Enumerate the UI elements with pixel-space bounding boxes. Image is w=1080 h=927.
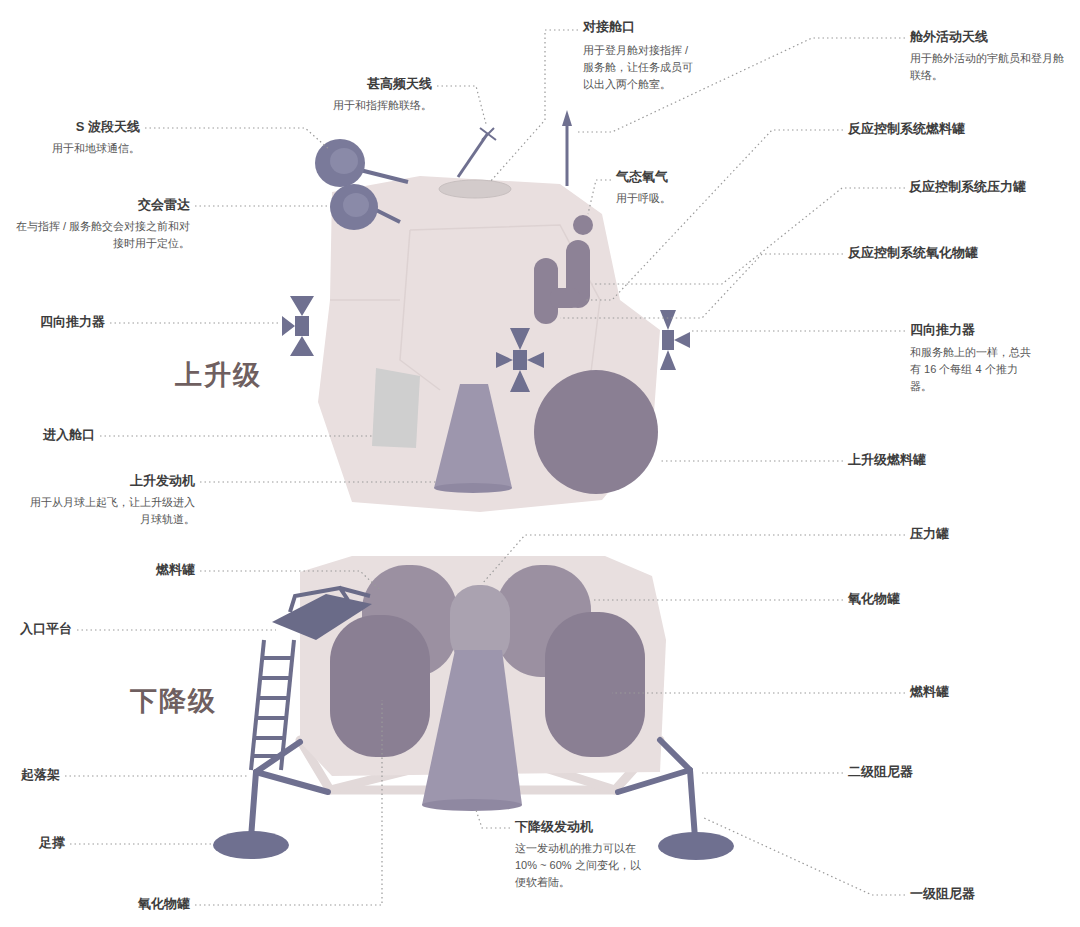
vhf-antenna-tip <box>480 128 496 140</box>
stage-name: 下降级 <box>130 684 250 718</box>
rendezvous-radar <box>330 184 400 230</box>
callout-title: 对接舱口 <box>583 18 723 36</box>
ascent-stage-body <box>318 176 660 512</box>
callout-title: 甚高频天线 <box>292 75 432 93</box>
landing-legs <box>251 740 695 838</box>
callout-title: 上升发动机 <box>75 472 195 490</box>
callout-note: 用于呼吸。 <box>616 190 716 207</box>
callout-title: 反应控制系统燃料罐 <box>848 120 1068 138</box>
eva-antenna-tip <box>562 110 572 126</box>
callout-title: 进入舱口 <box>6 426 95 444</box>
callout-title: 气态氧气 <box>616 168 716 186</box>
callout-title: 一级阻尼器 <box>910 885 1050 903</box>
callout-title: 舱外活动天线 <box>910 28 1070 46</box>
oxygen-and-rcs-tanks <box>534 215 593 324</box>
callout-note: 用于和指挥舱联络。 <box>272 97 432 114</box>
callout-title: 起落架 <box>6 766 60 784</box>
callout-note: 用于登月舱对接指挥 / 服务舱，让任务成员可以出入两个舱室。 <box>583 42 701 93</box>
s-band-antenna <box>315 139 408 187</box>
callout-title: 反应控制系统压力罐 <box>909 178 1074 196</box>
callout-title: 四向推力器 <box>910 321 1070 339</box>
callout-note: 这一发动机的推力可以在 10% ~ 60% 之间变化，以便软着陆。 <box>515 840 645 891</box>
callout-title: 入口平台 <box>6 620 72 638</box>
callout-title: 上升级燃料罐 <box>848 451 1008 469</box>
callout-note: 和服务舱上的一样，总共有 16 个每组 4 个推力器。 <box>910 344 1035 395</box>
callout-title: 反应控制系统氧化物罐 <box>848 244 1074 262</box>
callout-note: 用于从月球上起飞，让上升级进入月球轨道。 <box>20 494 195 528</box>
callout-title: 压力罐 <box>910 525 1030 543</box>
callout-title: 氧化物罐 <box>848 590 968 608</box>
docking-hatch <box>439 180 511 198</box>
leader-lines <box>65 30 905 905</box>
callout-note: 在与指挥 / 服务舱交会对接之前和对接时用于定位。 <box>6 218 190 252</box>
ascent-fuel-tank <box>534 370 658 494</box>
entry-platform <box>272 588 372 640</box>
callout-title: 足撑 <box>6 834 65 852</box>
ingress-hatch <box>372 368 420 448</box>
callout-title: S 波段天线 <box>6 118 140 136</box>
stage-name: 上升级 <box>175 358 295 392</box>
eva-antenna <box>566 122 569 186</box>
ascent-panel-lines <box>330 225 600 390</box>
thruster-quad <box>282 296 690 392</box>
callout-title: 燃料罐 <box>95 561 195 579</box>
callout-title: 四向推力器 <box>6 313 105 331</box>
callout-title: 氧化物罐 <box>70 895 190 913</box>
descent-engine <box>422 650 522 811</box>
callout-title: 二级阻尼器 <box>848 763 988 781</box>
footpad <box>213 831 289 859</box>
callout-title: 下降级发动机 <box>515 818 655 836</box>
footpad <box>658 832 734 860</box>
callout-note: 用于舱外活动的宇航员和登月舱联络。 <box>910 50 1070 84</box>
callout-note: 用于和地球通信。 <box>6 140 140 157</box>
ascent-engine <box>434 384 512 493</box>
callout-title: 交会雷达 <box>40 196 190 214</box>
callout-title: 燃料罐 <box>910 683 1030 701</box>
